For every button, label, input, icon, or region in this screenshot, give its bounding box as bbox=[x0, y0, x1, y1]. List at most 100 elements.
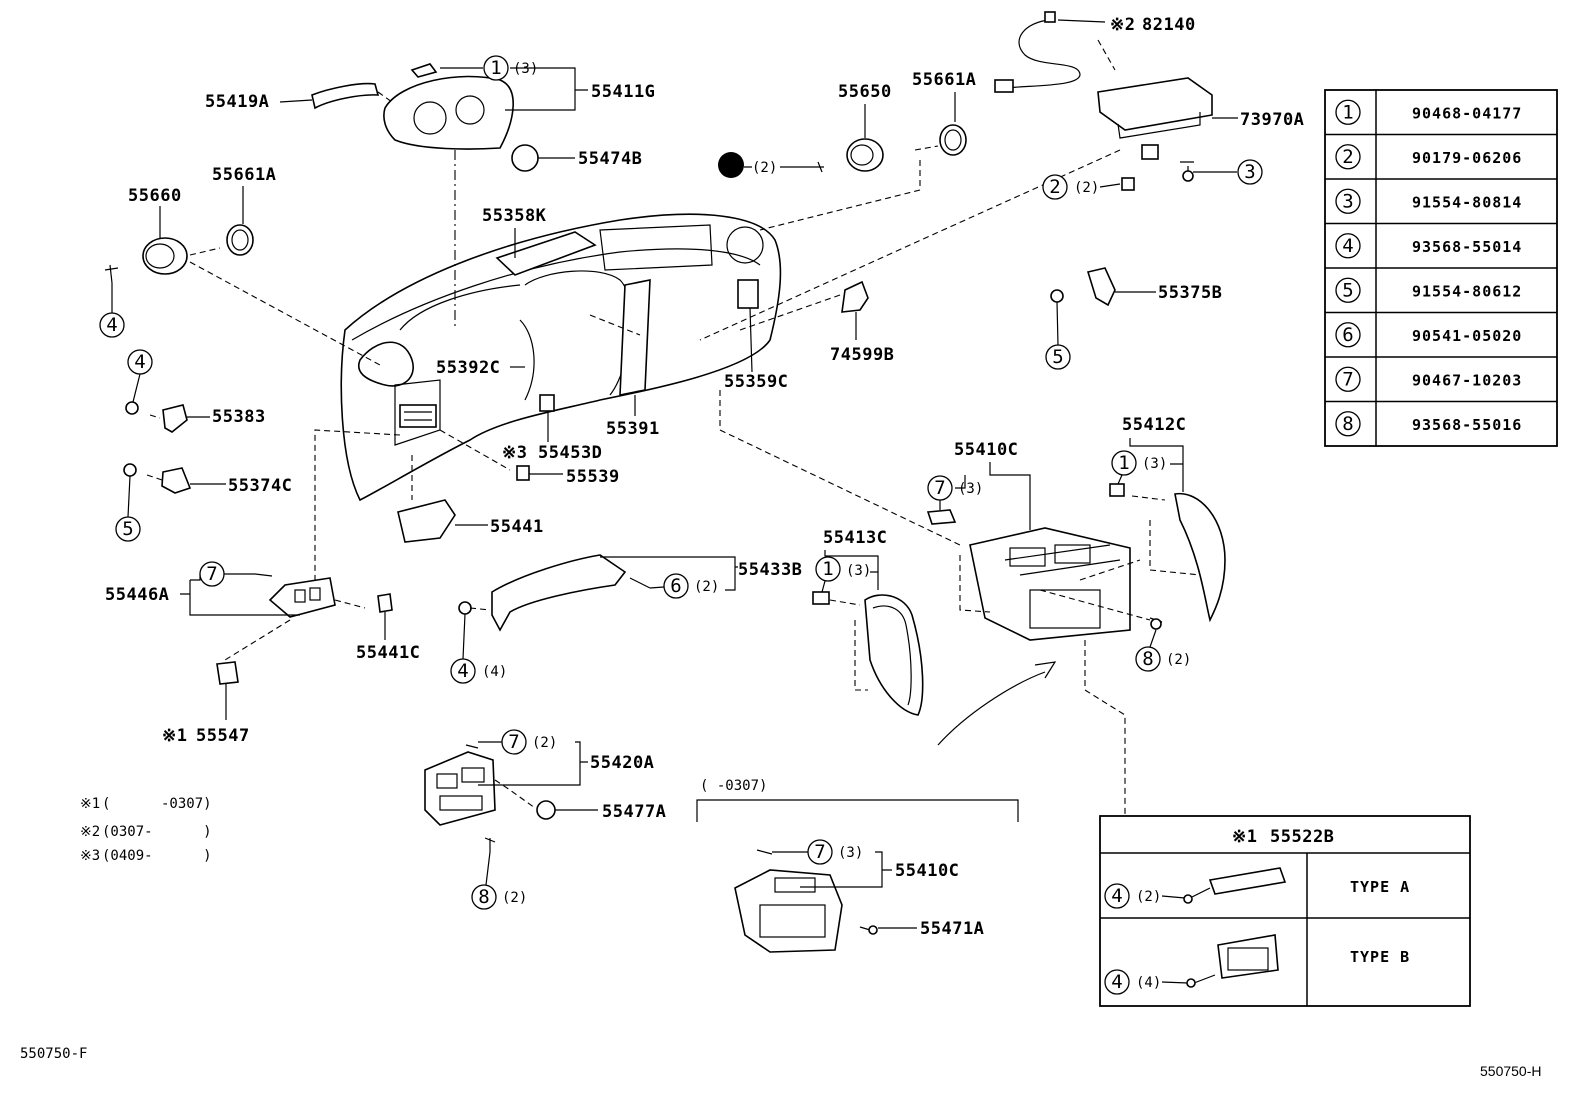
black-dot-marker bbox=[718, 152, 744, 178]
type-table: ※1 55522B 4 (2) TYPE A 4 (4) TYPE B bbox=[1099, 815, 1471, 1007]
table-part-number: 90467-10203 bbox=[1412, 371, 1522, 389]
note-3-mark: ※3 bbox=[80, 848, 100, 864]
ref-6: 6 bbox=[670, 575, 681, 597]
part-55383 bbox=[162, 404, 188, 433]
part-55539 bbox=[516, 465, 530, 481]
table-ref-number: 3 bbox=[1342, 190, 1353, 212]
part-labels: ※2 82140 73970A 55661A 55650 55411G 5541… bbox=[105, 15, 1304, 939]
type-table-mark: ※1 bbox=[1232, 827, 1257, 847]
part-55547 bbox=[216, 661, 239, 685]
qty: (3) bbox=[846, 563, 871, 579]
label-74599B: 74599B bbox=[830, 345, 894, 365]
label-55446A: 55446A bbox=[105, 585, 169, 605]
part-55412C bbox=[1174, 492, 1226, 623]
notes: ※1 ( -0307) ※2 (0307- ) ※3 (0409- ) bbox=[80, 796, 212, 864]
part-55433B bbox=[491, 554, 627, 632]
instrument-panel-drawing bbox=[340, 213, 782, 502]
type-a-label: TYPE A bbox=[1350, 878, 1410, 896]
label-55477A: 55477A bbox=[602, 802, 666, 822]
ref-7: 7 bbox=[206, 563, 217, 585]
table-part-number: 90468-04177 bbox=[1412, 104, 1522, 122]
label-55375B: 55375B bbox=[1158, 283, 1222, 303]
ref-3: 3 bbox=[1244, 161, 1255, 183]
table-ref-circle bbox=[1335, 144, 1361, 170]
table-ref-number: 8 bbox=[1342, 413, 1353, 435]
range-bracket: ( -0307) bbox=[696, 778, 1019, 822]
type-table-part: 55522B bbox=[1270, 827, 1334, 847]
table-ref-number: 4 bbox=[1342, 235, 1353, 257]
ref-callouts: 1 (3) (2) 2 (2) 3 4 5 4 5 7 6 (2) 1 (3) … bbox=[99, 55, 1263, 910]
ref-8: 8 bbox=[1142, 648, 1153, 670]
part-55660 bbox=[142, 237, 188, 275]
label-55359C: 55359C bbox=[724, 372, 788, 392]
note-2-text: (0307- ) bbox=[102, 824, 212, 840]
ref-7: 7 bbox=[508, 731, 519, 753]
ref-4: 4 bbox=[134, 351, 145, 373]
qty: (3) bbox=[513, 61, 538, 77]
label-55410C-bottom: 55410C bbox=[895, 861, 959, 881]
qty: (3) bbox=[838, 845, 863, 861]
label-55411G: 55411G bbox=[591, 82, 655, 102]
note-2-mark: ※2 bbox=[80, 824, 100, 840]
label-73970A: 73970A bbox=[1240, 110, 1304, 130]
table-ref-circle bbox=[1335, 277, 1361, 303]
label-55441C: 55441C bbox=[356, 643, 420, 663]
label-55471A: 55471A bbox=[920, 919, 984, 939]
label-55433B: 55433B bbox=[738, 560, 802, 580]
table-part-number: 90541-05020 bbox=[1412, 327, 1522, 345]
ref-7: 7 bbox=[814, 841, 825, 863]
type-b-qty: (4) bbox=[1136, 975, 1161, 991]
part-55410C-bottom bbox=[734, 869, 843, 953]
label-55441: 55441 bbox=[490, 517, 544, 537]
qty: (3) bbox=[958, 481, 983, 497]
table-ref-number: 5 bbox=[1342, 279, 1353, 301]
ref-8: 8 bbox=[478, 886, 489, 908]
table-ref-number: 2 bbox=[1342, 146, 1353, 168]
footer-right-code: 550750-H bbox=[1480, 1063, 1542, 1079]
part-55420A bbox=[424, 751, 496, 826]
part-55410C-top bbox=[969, 527, 1131, 641]
ref-5: 5 bbox=[122, 518, 133, 540]
part-73970A bbox=[1097, 77, 1213, 131]
table-ref-number: 1 bbox=[1342, 101, 1353, 123]
range-label: ( -0307) bbox=[700, 778, 767, 794]
type-a-qty: (2) bbox=[1136, 889, 1161, 905]
part-55441 bbox=[397, 499, 456, 543]
part-55661A-left bbox=[226, 224, 254, 256]
type-b-label: TYPE B bbox=[1350, 948, 1410, 966]
label-55383: 55383 bbox=[212, 407, 266, 427]
leader-lines bbox=[146, 39, 1211, 876]
note-mark-3: ※3 bbox=[502, 443, 527, 463]
ref-1: 1 bbox=[490, 57, 501, 79]
qty: (2) bbox=[752, 160, 777, 176]
label-55420A: 55420A bbox=[590, 753, 654, 773]
table-part-number: 90179-06206 bbox=[1412, 149, 1522, 167]
qty: (2) bbox=[694, 579, 719, 595]
label-82140: 82140 bbox=[1142, 15, 1196, 35]
table-ref-number: 7 bbox=[1342, 368, 1353, 390]
label-55358K: 55358K bbox=[482, 206, 547, 226]
label-55661A-top: 55661A bbox=[912, 70, 976, 90]
ref-1: 1 bbox=[822, 558, 833, 580]
label-55392C: 55392C bbox=[436, 358, 500, 378]
qty: (2) bbox=[502, 890, 527, 906]
note-1-text: ( -0307) bbox=[102, 796, 212, 812]
note-mark-2: ※2 bbox=[1110, 15, 1135, 35]
part-55441C bbox=[377, 593, 393, 613]
label-55419A: 55419A bbox=[205, 92, 269, 112]
label-55661A-left: 55661A bbox=[212, 165, 276, 185]
table-ref-circle bbox=[1335, 366, 1361, 392]
label-55539: 55539 bbox=[566, 467, 620, 487]
ref-4: 4 bbox=[457, 660, 468, 682]
type-a-ref: 4 bbox=[1111, 885, 1122, 907]
arrow bbox=[937, 671, 1046, 746]
table-ref-circle bbox=[1335, 322, 1361, 348]
type-b-ref: 4 bbox=[1111, 971, 1122, 993]
table-ref-circle bbox=[1335, 188, 1361, 214]
part-55474B bbox=[511, 144, 539, 172]
part-55650 bbox=[846, 138, 884, 172]
label-55453D: 55453D bbox=[538, 443, 602, 463]
table-ref-circle bbox=[1335, 99, 1361, 125]
qty: (3) bbox=[1142, 456, 1167, 472]
